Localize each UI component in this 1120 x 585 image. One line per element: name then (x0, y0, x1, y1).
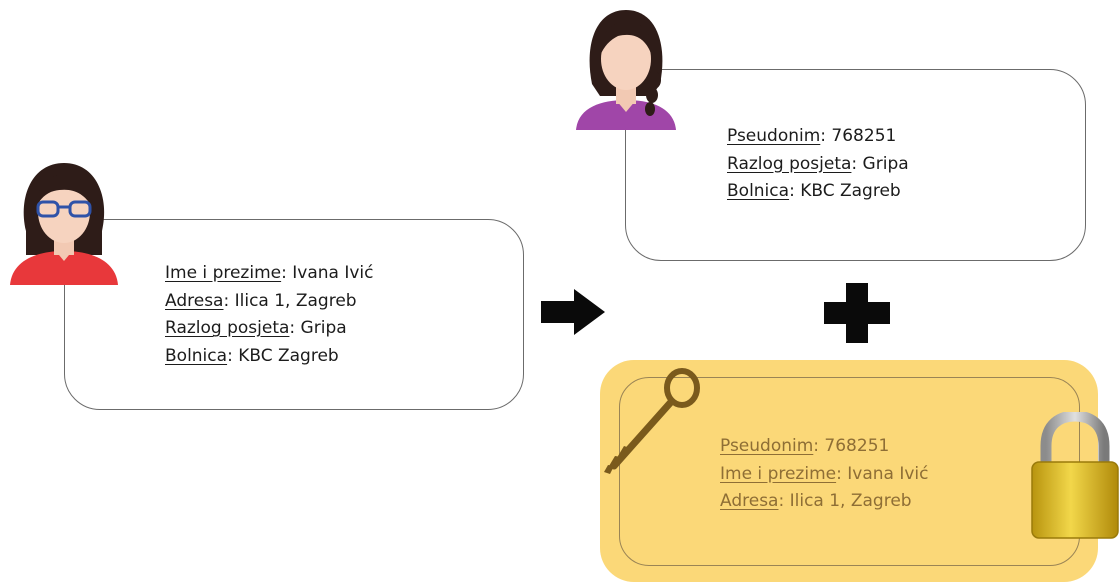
original-record-card (64, 219, 524, 410)
field-value: : 768251 (813, 436, 890, 456)
field-value: : Ivana Ivić (281, 263, 374, 283)
record-row: Ime i prezime: Ivana Ivić (165, 260, 373, 288)
pseudonymized-record-text: Pseudonim: 768251 Razlog posjeta: Gripa … (727, 123, 909, 206)
field-value: : 768251 (820, 126, 897, 146)
original-record-text: Ime i prezime: Ivana Ivić Adresa: Ilica … (165, 260, 373, 370)
field-value: : Ivana Ivić (836, 463, 929, 484)
field-value: : Gripa (289, 318, 347, 338)
field-label: Adresa (720, 491, 779, 511)
record-row: Bolnica: KBC Zagreb (727, 178, 909, 206)
record-row: Pseudonim: 768251 (727, 123, 909, 151)
field-value: : Gripa (851, 153, 909, 174)
padlock-icon (1031, 412, 1119, 539)
field-label: Pseudonim (727, 126, 821, 146)
field-value: : Ilica 1, Zagreb (778, 491, 912, 511)
record-row: Adresa: Ilica 1, Zagreb (720, 488, 928, 516)
field-label: Razlog posjeta (727, 153, 852, 174)
plus-icon (824, 283, 890, 343)
woman-braid-icon (576, 10, 676, 130)
record-row: Razlog posjeta: Gripa (165, 315, 373, 343)
field-value: : KBC Zagreb (227, 345, 339, 366)
field-label: Pseudonim (720, 436, 814, 456)
field-label: Razlog posjeta (165, 318, 290, 338)
secured-mapping-text: Pseudonim: 768251 Ime i prezime: Ivana I… (720, 433, 928, 516)
field-label: Ime i prezime (165, 263, 282, 283)
secured-mapping-card (600, 360, 1098, 582)
record-row: Razlog posjeta: Gripa (727, 151, 909, 179)
record-row: Adresa: Ilica 1, Zagreb (165, 288, 373, 316)
field-label: Bolnica (727, 181, 790, 201)
woman-glasses-icon (10, 163, 118, 285)
field-value: : KBC Zagreb (789, 181, 901, 201)
field-label: Ime i prezime (720, 463, 837, 484)
field-label: Bolnica (165, 345, 228, 366)
key-icon (604, 368, 700, 474)
field-value: : Ilica 1, Zagreb (223, 290, 357, 311)
record-row: Ime i prezime: Ivana Ivić (720, 461, 928, 489)
field-label: Adresa (165, 290, 224, 311)
record-row: Bolnica: KBC Zagreb (165, 343, 373, 371)
arrow-right-icon (541, 289, 605, 335)
pseudonymized-record-card (625, 69, 1086, 261)
record-row: Pseudonim: 768251 (720, 433, 928, 461)
